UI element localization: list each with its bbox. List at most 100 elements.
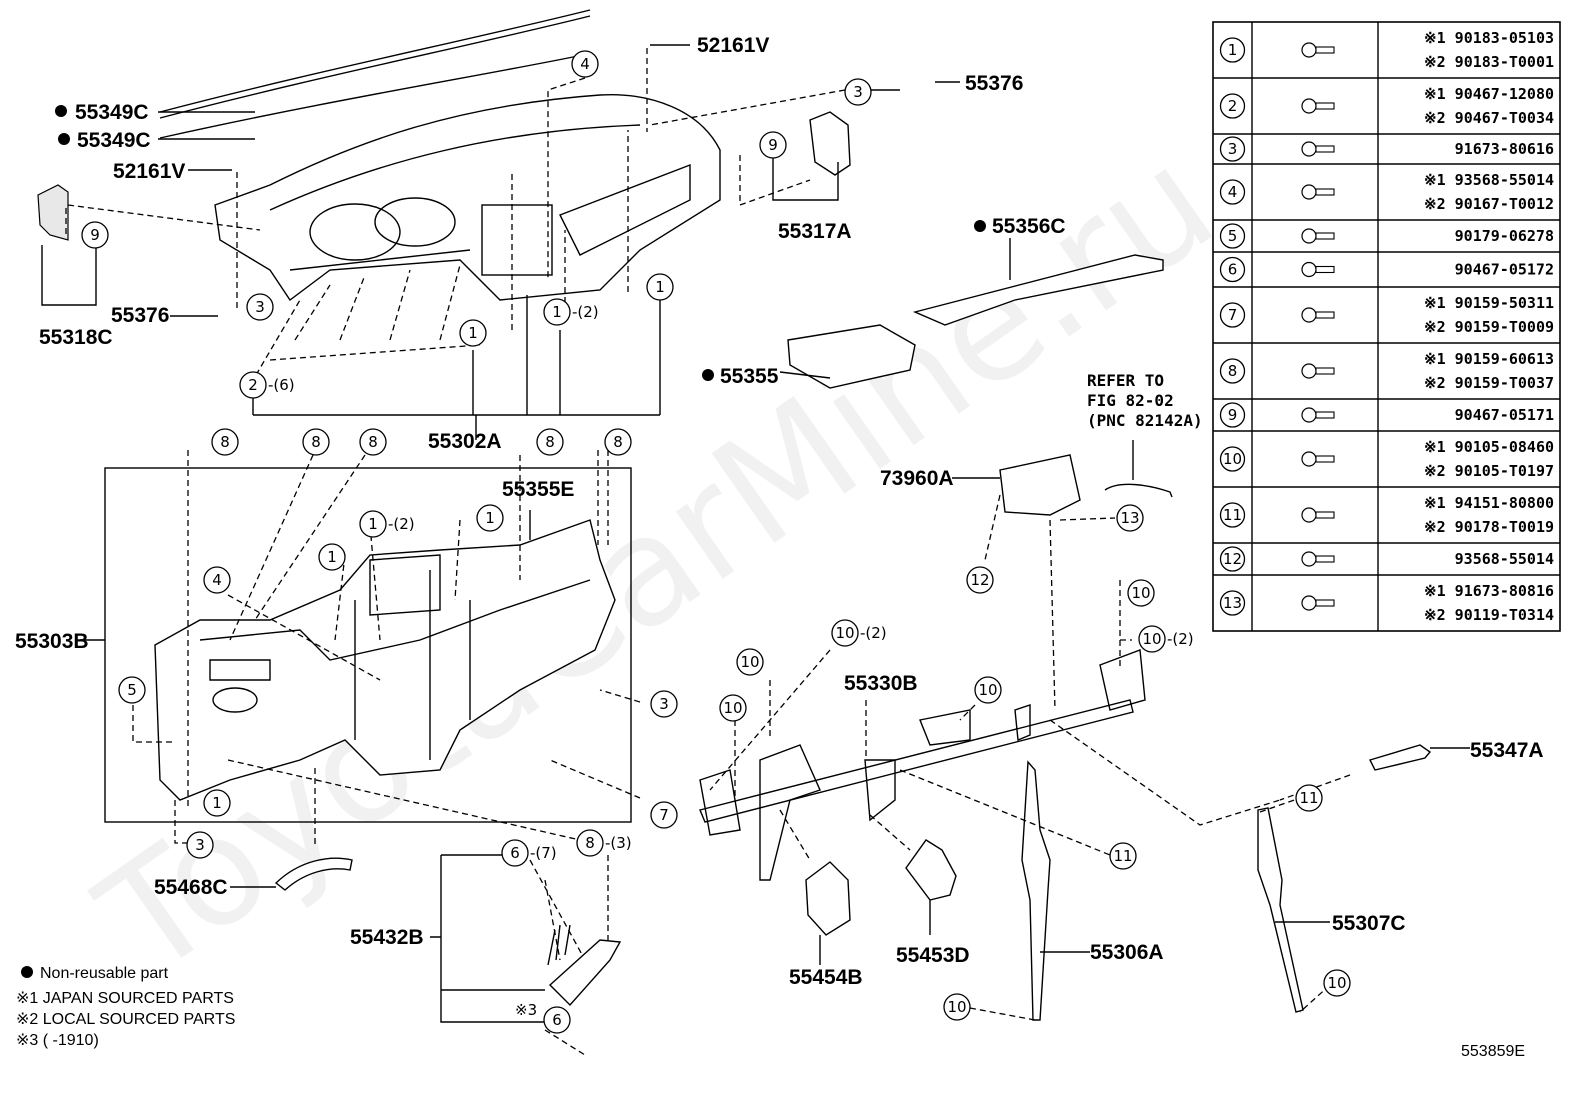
suffix-1b: -(2): [388, 515, 415, 533]
non-reusable-dot: [55, 105, 67, 117]
svg-text:6: 6: [552, 1011, 562, 1029]
table-row-number: 3: [1228, 140, 1238, 158]
table-part-number: ※1 90159-60613: [1424, 350, 1554, 368]
table-row-number: 11: [1223, 506, 1242, 524]
fastener-icon: [1301, 407, 1335, 423]
svg-text:11: 11: [1299, 789, 1318, 807]
table-part-number: ※2 90167-T0012: [1424, 195, 1554, 213]
table-part-number: ※2 90159-T0009: [1424, 318, 1554, 336]
table-row-number-circle: [1219, 37, 1246, 63]
fastener-icon: [1301, 184, 1335, 200]
fastener-icon: [1301, 307, 1335, 323]
moulding-strip-1: [159, 9, 591, 113]
table-row-number-circle: [1219, 223, 1246, 249]
table-part-number: ※2 90105-T0197: [1424, 462, 1554, 480]
brace-55306A: [1021, 760, 1051, 1021]
bracket-55347A: [1369, 744, 1432, 771]
table-part-number: 90467-05171: [1455, 406, 1554, 424]
side-cover-left: [37, 184, 69, 241]
table-part-number: 90467-05172: [1455, 261, 1554, 279]
table-row-number: 10: [1223, 450, 1242, 468]
table-row-number-circle: [1219, 590, 1246, 616]
svg-text:10: 10: [1131, 584, 1150, 602]
svg-text:10: 10: [978, 681, 997, 699]
fastener-icon: [1301, 42, 1335, 58]
table-row-number: 13: [1223, 594, 1242, 612]
svg-text:1: 1: [655, 278, 665, 296]
callout-circles: 4 3 9 9 3 1 1 1 2 8 8 8 8 8 1 1 1 4 5 3 …: [81, 50, 1351, 1034]
suffix-2: -(6): [268, 376, 295, 394]
table-part-number: ※1 90183-05103: [1424, 29, 1554, 47]
svg-text:8: 8: [311, 433, 321, 451]
figure-id: 553859E: [1461, 1043, 1525, 1060]
table-part-number: ※1 91673-80816: [1424, 582, 1554, 600]
svg-text:3: 3: [853, 83, 863, 101]
fastener-icon: [1301, 363, 1335, 379]
duct-55453D: [905, 839, 957, 901]
label-55356C: 55356C: [992, 215, 1066, 238]
svg-text:10: 10: [947, 998, 966, 1016]
legend-non-reusable: Non-reusable part: [40, 965, 169, 982]
svg-text:13: 13: [1120, 509, 1139, 527]
svg-text:3: 3: [255, 298, 265, 316]
svg-text:9: 9: [90, 226, 100, 244]
svg-text:8: 8: [585, 834, 595, 852]
svg-text:10: 10: [835, 624, 854, 642]
legend-note-1: ※1 JAPAN SOURCED PARTS: [16, 990, 234, 1007]
reference-line-2: FIG 82-02: [1087, 391, 1174, 410]
fastener-icon: [1301, 261, 1335, 278]
legend-note-2: ※2 LOCAL SOURCED PARTS: [16, 1011, 235, 1028]
table-row-number-circle: [1219, 136, 1246, 162]
fastener-icon: [1301, 551, 1335, 567]
svg-text:1: 1: [327, 548, 337, 566]
table-row-number: 8: [1228, 362, 1238, 380]
label-55349C-a: 55349C: [75, 101, 149, 124]
table-part-number: ※2 90183-T0001: [1424, 53, 1554, 71]
table-part-number: 91673-80616: [1455, 140, 1554, 158]
svg-text:10: 10: [723, 699, 742, 717]
table-row-number-circle: [1219, 93, 1246, 119]
table-row-number: 4: [1228, 183, 1238, 201]
label-55330B: 55330B: [844, 672, 918, 695]
legend-note-3: ※3 ( -1910): [16, 1032, 99, 1049]
reference-line-1: REFER TO: [1087, 371, 1164, 390]
suffix-1: -(2): [572, 303, 599, 321]
label-55317A: 55317A: [778, 220, 852, 243]
suffix-6: -(7): [530, 844, 557, 862]
table-part-number: ※1 93568-55014: [1424, 171, 1554, 189]
pad-55355: [787, 324, 916, 389]
table-row-number: 6: [1228, 261, 1238, 279]
svg-text:1: 1: [485, 509, 495, 527]
label-55349C-b: 55349C: [77, 129, 151, 152]
table-row-number: 2: [1228, 97, 1238, 115]
table-part-number: ※1 90467-12080: [1424, 85, 1554, 103]
svg-text:4: 4: [580, 55, 590, 73]
table-part-number: ※1 94151-80800: [1424, 494, 1554, 512]
label-52161V-b: 52161V: [113, 160, 185, 183]
mark-3: ※3: [515, 1001, 537, 1019]
panel-55356C: [912, 254, 1164, 326]
fastener-icon: [1301, 451, 1335, 467]
svg-text:3: 3: [195, 836, 205, 854]
label-55302A: 55302A: [428, 430, 502, 453]
svg-text:3: 3: [659, 695, 669, 713]
label-55468C: 55468C: [154, 876, 228, 899]
non-reusable-dot: [58, 133, 70, 145]
table-row-number: 9: [1228, 406, 1238, 424]
suffix-8: -(3): [605, 834, 632, 852]
svg-text:10: 10: [1327, 974, 1346, 992]
instrument-panel-drawing: [214, 93, 721, 302]
svg-text:1: 1: [552, 303, 562, 321]
svg-text:8: 8: [545, 433, 555, 451]
non-reusable-dot: [702, 369, 714, 381]
fastener-icon: [1301, 595, 1335, 611]
table-row-number-circle: [1219, 446, 1246, 472]
table-part-number: 90179-06278: [1455, 227, 1554, 245]
svg-text:11: 11: [1113, 847, 1132, 865]
svg-text:10: 10: [740, 653, 759, 671]
svg-text:2: 2: [248, 376, 258, 394]
table-part-number: ※1 90159-50311: [1424, 294, 1554, 312]
table-row-number-circle: [1219, 302, 1246, 328]
svg-text:1: 1: [368, 515, 378, 533]
